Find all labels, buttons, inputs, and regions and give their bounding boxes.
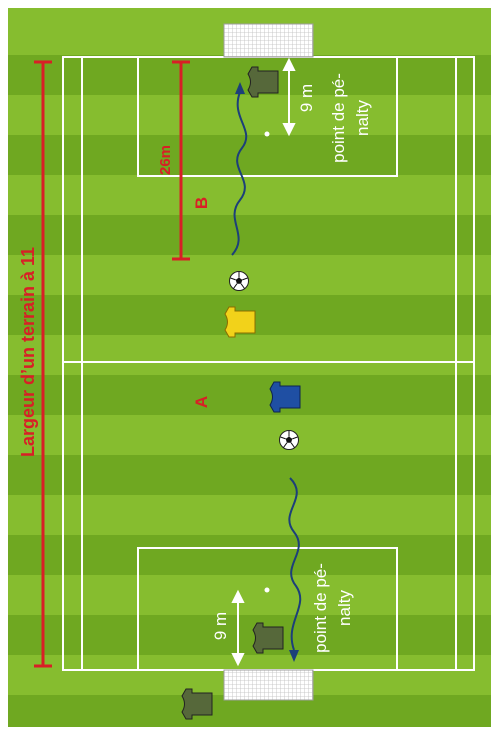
- jersey-icon-blue-player: [270, 382, 300, 412]
- penalty-spot-bottom: [265, 588, 270, 593]
- soccer-ball-icon-top: [230, 272, 249, 291]
- goal-net-icon-top: [224, 24, 313, 57]
- jersey-icon-keeper-top: [248, 67, 278, 97]
- width-title: Largeur d’un terrain à 11: [18, 247, 38, 457]
- goal-net-icon-bottom: [224, 670, 313, 700]
- penalty-label-top-line2: nalty: [353, 100, 372, 136]
- jersey-icon-yellow-player: [225, 307, 255, 337]
- penalty-label-bottom-line1: point de pé-: [311, 563, 330, 653]
- soccer-ball-icon-bottom: [280, 431, 299, 450]
- jersey-icon-keeper-bottom: [253, 623, 283, 653]
- jersey-icon-waiting-player: [182, 689, 212, 719]
- penalty-label-bottom-line2: nalty: [335, 590, 354, 626]
- grass-stripes: [8, 8, 491, 727]
- penalty-spot-top: [265, 132, 270, 137]
- distance-9m-top-label: 9 m: [297, 84, 316, 112]
- distance-9m-bottom-label: 9 m: [211, 612, 230, 640]
- distance-26-label: 26m: [157, 145, 174, 175]
- zone-b-label: B: [192, 197, 211, 209]
- penalty-label-top-line1: point de pé-: [329, 73, 348, 163]
- zone-a-label: A: [192, 396, 211, 408]
